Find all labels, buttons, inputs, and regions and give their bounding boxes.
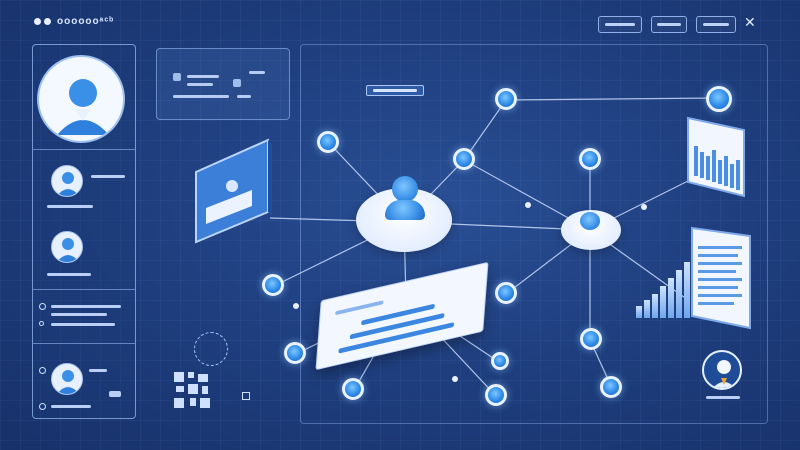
network-node[interactable] — [600, 376, 622, 398]
sidebar-divider — [33, 343, 135, 344]
brand-logo-icon — [34, 18, 51, 25]
sidebar-list-item — [51, 305, 121, 308]
network-node[interactable] — [317, 131, 339, 153]
sidebar — [32, 44, 136, 419]
network-node[interactable] — [491, 352, 509, 370]
network-node[interactable] — [706, 86, 732, 112]
network-node[interactable] — [580, 328, 602, 350]
header-button-1[interactable] — [598, 16, 642, 33]
sidebar-list-item — [51, 313, 107, 316]
qr-code-icon[interactable] — [174, 372, 210, 408]
header-button-3[interactable] — [696, 16, 736, 33]
network-node[interactable] — [194, 332, 228, 366]
database-icon — [580, 212, 600, 230]
list-bullet-icon — [39, 403, 46, 410]
network-node[interactable] — [579, 148, 601, 170]
network-node[interactable] — [495, 282, 517, 304]
header-button-2[interactable] — [651, 16, 687, 33]
hub-user-body — [385, 200, 425, 220]
network-node[interactable] — [485, 384, 507, 406]
profile-card-3d[interactable] — [192, 136, 274, 246]
info-card-line — [237, 95, 251, 98]
sidebar-list-item — [51, 323, 115, 326]
user-icon — [233, 79, 241, 87]
sidebar-user-avatar-1[interactable] — [51, 165, 83, 197]
list-bullet-icon — [39, 367, 46, 374]
network-node[interactable] — [342, 378, 364, 400]
user-avatar-icon — [57, 238, 79, 262]
sidebar-user-caption-3 — [51, 405, 91, 408]
brand-name: ooooooᵃᶜᵇ — [57, 16, 115, 27]
sidebar-user-name-3 — [89, 369, 107, 372]
close-icon[interactable]: ✕ — [744, 14, 756, 30]
info-card-line — [249, 71, 265, 74]
bar-chart-icon[interactable] — [686, 116, 748, 198]
bar-chart-icon — [636, 262, 694, 318]
checkbox-icon[interactable] — [242, 392, 250, 400]
sidebar-user-tag-3 — [109, 391, 121, 397]
sidebar-user-caption-1 — [47, 205, 93, 208]
network-node[interactable] — [495, 88, 517, 110]
info-card-line — [173, 95, 229, 98]
info-card[interactable] — [156, 48, 290, 120]
network-node[interactable] — [284, 342, 306, 364]
sidebar-divider — [33, 289, 135, 290]
info-card-line — [187, 83, 213, 86]
info-card-line — [187, 75, 219, 78]
list-bullet-icon — [39, 321, 44, 326]
sidebar-user-caption-2 — [47, 273, 91, 276]
network-node[interactable] — [262, 274, 284, 296]
sidebar-user-avatar-2[interactable] — [51, 231, 83, 263]
sidebar-divider — [33, 149, 135, 150]
user-badge-label — [706, 396, 740, 399]
list-bullet-icon — [39, 303, 46, 310]
network-node[interactable] — [453, 148, 475, 170]
user-avatar-icon — [57, 79, 109, 135]
user-avatar-icon — [392, 176, 418, 202]
profile-avatar[interactable] — [37, 55, 125, 143]
section-tag[interactable] — [366, 85, 424, 96]
user-avatar-icon — [57, 370, 79, 394]
bar-chart-icon[interactable] — [690, 226, 754, 330]
document-line — [335, 300, 384, 316]
sidebar-user-avatar-3[interactable] — [51, 363, 83, 395]
user-badge[interactable] — [702, 350, 742, 390]
settings-icon — [173, 73, 181, 81]
sidebar-user-name-1 — [91, 175, 125, 178]
user-avatar-icon — [57, 172, 79, 196]
main-panel — [300, 44, 768, 424]
app-brand: ooooooᵃᶜᵇ — [34, 16, 114, 27]
